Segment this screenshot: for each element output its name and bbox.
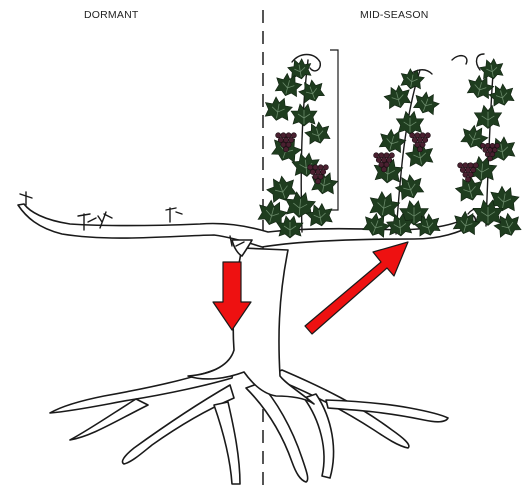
grape-berry (480, 143, 485, 148)
grape-berry (379, 162, 384, 167)
grape-berry (420, 133, 425, 138)
grape-berry (468, 163, 473, 168)
grape-berry (281, 142, 286, 147)
red-arrow-up-right-icon (305, 242, 408, 334)
grape-berry (310, 169, 315, 174)
grape-berry (485, 152, 490, 157)
grape-berry (423, 137, 428, 142)
grape-berry (465, 167, 470, 172)
grape-berry (374, 153, 379, 158)
grape-berry (283, 147, 288, 152)
grape-berry (463, 163, 468, 168)
grape-berry (276, 133, 281, 138)
grape-berry (465, 177, 470, 182)
grape-berry (415, 142, 420, 147)
grape-berry (417, 147, 422, 152)
grape-berry (473, 163, 478, 168)
grape-berry (318, 165, 323, 170)
grape-berry (315, 169, 320, 174)
grape-berry (323, 165, 328, 170)
grape-berry (490, 143, 495, 148)
grape-berry (410, 133, 415, 138)
grape-berry (483, 148, 488, 153)
grape-berry (379, 153, 384, 158)
grape-berry (313, 165, 318, 170)
dormant-label: DORMANT (84, 9, 138, 21)
grape-berry (286, 142, 291, 147)
grape-berry (492, 148, 497, 153)
grape-berry (381, 167, 386, 172)
grape-berry (308, 165, 313, 170)
grape-berry (281, 133, 286, 138)
grape-berry (384, 153, 389, 158)
grape-berry (495, 143, 500, 148)
grape-berry (412, 137, 417, 142)
grape-berry (313, 174, 318, 179)
grape-berry (376, 157, 381, 162)
grape-berry (463, 172, 468, 177)
grape-berry (283, 137, 288, 142)
grape-berry (458, 163, 463, 168)
grape-berry (420, 142, 425, 147)
grape-berry (468, 172, 473, 177)
grape-berry (485, 143, 490, 148)
grape-berry (490, 152, 495, 157)
grape-berry (417, 137, 422, 142)
grape-berry (291, 133, 296, 138)
grape-berry (381, 157, 386, 162)
grape-berry (278, 137, 283, 142)
grape-berry (471, 167, 476, 172)
grape-berry (321, 169, 326, 174)
root-system (50, 248, 448, 484)
grape-berry (415, 133, 420, 138)
grape-berry (315, 179, 320, 184)
grape-berry (318, 174, 323, 179)
grape-berry (488, 156, 493, 161)
grape-berry (488, 148, 493, 153)
grape-berry (389, 153, 394, 158)
mid-season-label: MID-SEASON (360, 9, 429, 21)
grape-berry (425, 133, 430, 138)
grape-berry (286, 133, 291, 138)
grape-berry (289, 137, 294, 142)
grape-berry (384, 162, 389, 167)
grape-berry (460, 167, 465, 172)
grape-berry (387, 157, 392, 162)
